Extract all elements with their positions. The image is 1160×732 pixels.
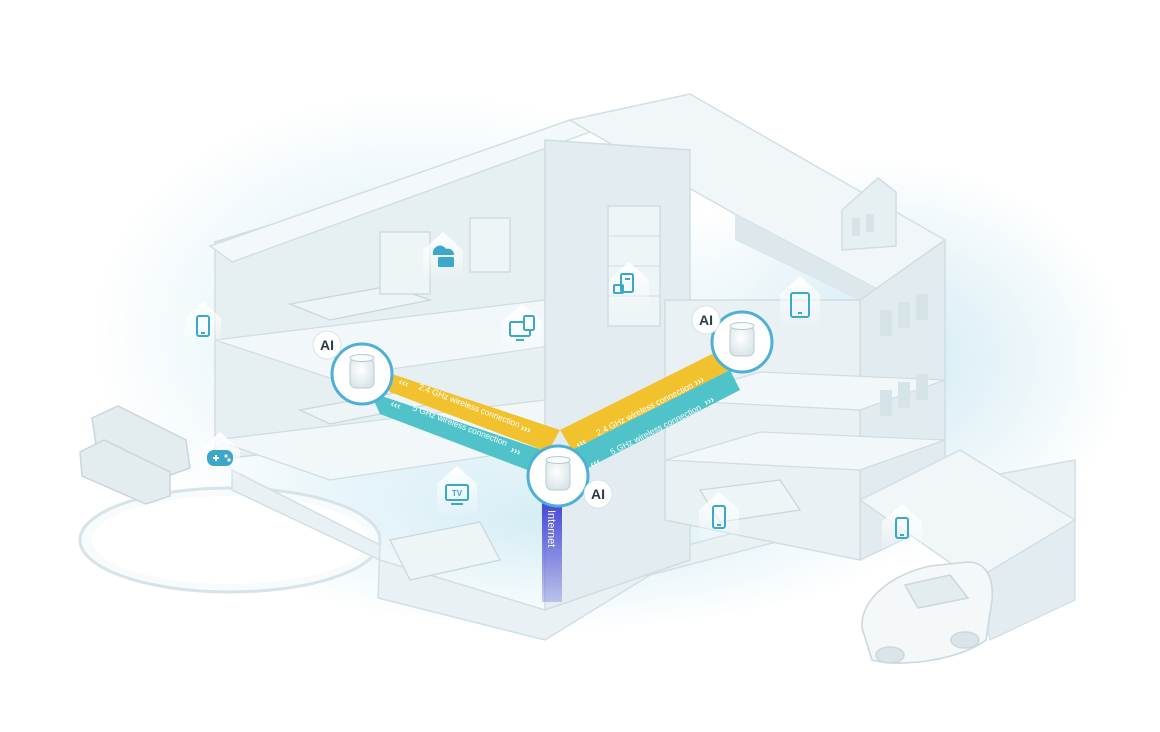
ai-badge-right: AI — [699, 312, 713, 328]
car — [861, 561, 994, 664]
device-pin-gamepad — [200, 432, 240, 482]
right-chevron-24-start: ‹‹‹ — [574, 436, 588, 450]
internet-link — [542, 496, 562, 602]
game-controller-icon — [207, 450, 233, 466]
sun-loungers — [79, 405, 191, 505]
smartphone-icon — [196, 315, 210, 337]
device-pin-phone-mid — [699, 492, 739, 544]
left-chevron-24-start: ‹‹‹ — [397, 377, 410, 391]
mesh-node-right: AI — [691, 305, 774, 374]
ai-badge-main: AI — [591, 486, 605, 502]
right-band-24 — [560, 350, 730, 450]
smartphone-icon — [895, 517, 909, 539]
device-pin-pc — [609, 262, 649, 312]
cloud-storage-icon — [433, 245, 455, 267]
right-band-5 — [572, 370, 740, 470]
left-link: 2.4 GHz wireless connection 5 GHz wirele… — [370, 370, 560, 474]
mesh-node-left: AI — [312, 330, 394, 406]
pool-water — [92, 496, 368, 584]
device-pin-monitor — [502, 304, 542, 356]
smartphone-icon — [712, 505, 726, 529]
router-unit-icon — [349, 354, 375, 389]
device-pin-phone-left — [185, 302, 221, 346]
monitor-tablet-icon — [509, 315, 535, 341]
ai-badge-left: AI — [320, 337, 334, 353]
left-band-5 — [370, 392, 548, 474]
main-roof-shadow — [735, 214, 900, 320]
right-chevron-5-end: ››› — [702, 394, 716, 408]
left-chevron-24-end: ››› — [519, 423, 532, 437]
device-pin-tv: TV — [437, 466, 477, 518]
tower-windows — [880, 294, 928, 416]
left-chevron-5-end: ››› — [509, 445, 522, 459]
tablet-icon — [790, 292, 810, 318]
router-unit-icon — [729, 322, 755, 357]
tv-icon: TV — [445, 484, 469, 505]
left-chevron-5-start: ‹‹‹ — [389, 399, 402, 413]
right-floor-low — [664, 431, 946, 471]
device-pin-phone-carport — [882, 504, 922, 554]
left-band-24 — [380, 370, 560, 452]
tv-icon-label: TV — [452, 489, 463, 498]
right-chevron-5-start: ‹‹‹ — [588, 456, 602, 470]
mesh-node-main: AI — [526, 444, 613, 509]
device-pin-tablet — [780, 276, 820, 328]
right-chevron-24-end: ››› — [692, 374, 706, 388]
desktop-computer-icon — [613, 273, 634, 294]
router-unit-icon — [545, 456, 571, 491]
device-pin-cloud — [423, 232, 463, 282]
furniture — [287, 217, 802, 581]
internet-label: Internet — [545, 510, 557, 547]
